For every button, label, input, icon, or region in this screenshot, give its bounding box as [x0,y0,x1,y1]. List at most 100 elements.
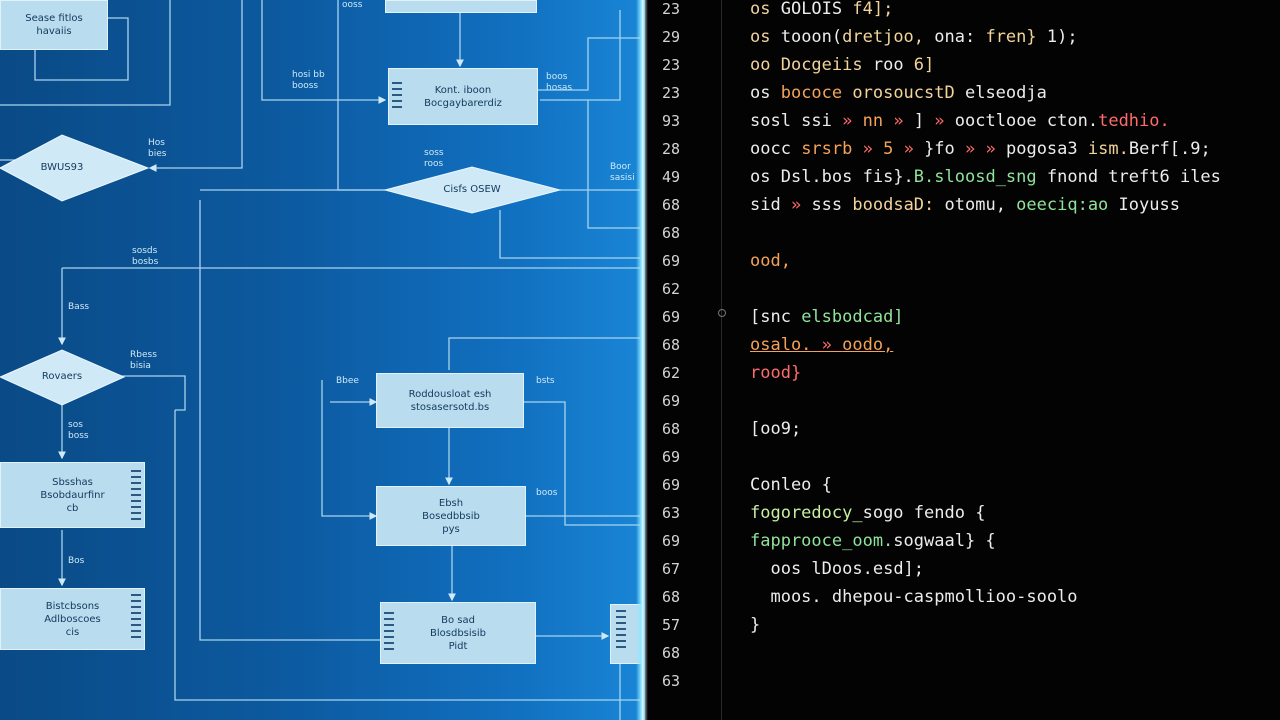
code-token: ooctlooe [954,111,1047,131]
code-token: » [842,111,863,131]
tick-marks [616,610,626,650]
line-number: 69 [662,252,681,270]
tick-marks [131,594,141,642]
code-line[interactable]: os tooon(dretjoo, ona: fren} 1); [750,27,1078,47]
code-line[interactable]: osalo. » oodo, [750,335,893,355]
code-line[interactable]: sosl ssi » nn » ] » ooctlooe cton.tedhio… [750,111,1170,131]
line-number: 68 [662,336,681,354]
code-token: os [750,0,781,19]
connector-label: Boor sasisi [610,162,635,183]
node-text: Bocgaybarerdiz [424,97,502,109]
code-token: » [790,195,812,215]
process-box: Bistcbsons Adlboscoes cis [0,588,145,650]
code-token: » [903,139,925,159]
code-token: os [750,27,781,47]
flowchart-connectors [0,0,640,720]
line-number: 62 [662,280,681,298]
node-text: Pidt [448,640,468,652]
code-token: oos [750,559,812,579]
code-token: 6] [913,55,935,75]
code-token: ] [913,111,935,131]
line-number: 69 [662,392,681,410]
code-line[interactable]: fogoredocy_sogo fendo { [750,503,985,523]
line-number: 23 [662,56,681,74]
code-token: nn [862,111,894,131]
connector-label: Hos bies [148,138,167,159]
code-line[interactable]: oocc srsrb » 5 » }fo » » pogosa3 ism.Ber… [750,139,1211,159]
code-token: sloosd_sng [934,167,1047,187]
connector-label: boos [536,488,558,498]
code-token: 5 [883,139,904,159]
connector [122,375,186,411]
connector-label: sos boss [68,420,89,441]
code-line[interactable]: os GOLOIS f4]; [750,0,893,19]
panel-divider-glow [636,0,648,720]
node-text: Roddousloat esh [408,388,492,400]
decision-diamond [0,349,126,406]
code-line[interactable]: Conleo { [750,475,832,495]
code-token: otomu, [944,195,1017,215]
code-token: » [985,139,1006,159]
fold-marker-icon[interactable] [718,309,726,317]
node-text: havaiis [36,26,72,37]
code-token: fis}. [862,167,914,187]
code-line[interactable]: moos. dhepou-caspmollioo-soolo [750,587,1078,607]
code-line[interactable]: [oo9; [750,419,801,439]
code-token: os [750,167,781,187]
line-number: 68 [662,644,681,662]
connector-label: soss roos [424,148,444,169]
node-text: pys [442,523,460,535]
code-line[interactable]: fapprooce_oom.sogwaal} { [750,531,996,551]
decision-diamond [383,166,562,214]
line-number: 62 [662,364,681,382]
code-token: » [893,111,914,131]
code-line[interactable]: os Dsl.bos fis}.B.sloosd_sng fnond treft… [750,167,1221,187]
code-token: srsrb [801,139,863,159]
code-token: ism. [1087,139,1129,159]
node-text: Sbsshas [52,476,93,488]
code-line[interactable]: oo Docgeiis roo 6] [750,55,934,75]
code-token: [oo9; [750,419,802,439]
diamond-label: BWUS93 [40,162,84,173]
code-line[interactable]: oos lDoos.esd]; [750,559,924,579]
code-editor[interactable] [648,0,1280,720]
line-number: 49 [662,168,681,186]
code-token: { [975,503,986,523]
line-number: 23 [662,0,681,18]
code-token: » [934,111,955,131]
code-token: Docgeiis [780,55,873,75]
code-token: pogosa3 [1005,139,1088,159]
code-token: os [750,83,781,103]
node-text: Bo sad [441,614,475,626]
code-token: [snc [750,307,802,327]
code-token: tooon( [780,27,843,47]
code-token: » [811,335,843,355]
code-line[interactable]: sid » sss boodsaD: otomu, oeeciq:ao Ioyu… [750,195,1180,215]
node-text: Adlboscoes [44,613,101,625]
connector [540,10,621,101]
code-token: elseodja [964,83,1047,103]
connector [524,401,640,526]
process-box: Ebsh Bosedbbsib pys [376,486,526,546]
code-token: rood} [750,363,802,383]
code-token: 1); [1046,27,1078,47]
code-line[interactable]: rood} [750,363,801,383]
node-text: Bosedbbsib [422,510,480,522]
connector [337,0,385,191]
code-token: elsbodcad] [801,307,904,327]
code-token: bococe [780,83,853,103]
code-line[interactable]: ood, [750,251,791,271]
node-text: Ebsh [438,497,464,509]
code-token: dretjoo, [842,27,935,47]
code-token: osalo. [750,335,812,355]
code-token: moos. [750,587,832,607]
process-box: Bo sad Blosdbsisib Pidt [380,602,536,664]
code-token: sid [750,195,791,215]
code-line[interactable]: } [750,615,760,635]
code-token: ona: [934,27,986,47]
code-line[interactable]: [snc elsbodcad] [750,307,904,327]
code-token: » [862,139,884,159]
code-token: Conleo [750,475,822,495]
code-token: dhepou-caspmollioo-soolo [831,587,1078,607]
code-line[interactable]: os bococe orosoucstD elseodja [750,83,1047,103]
